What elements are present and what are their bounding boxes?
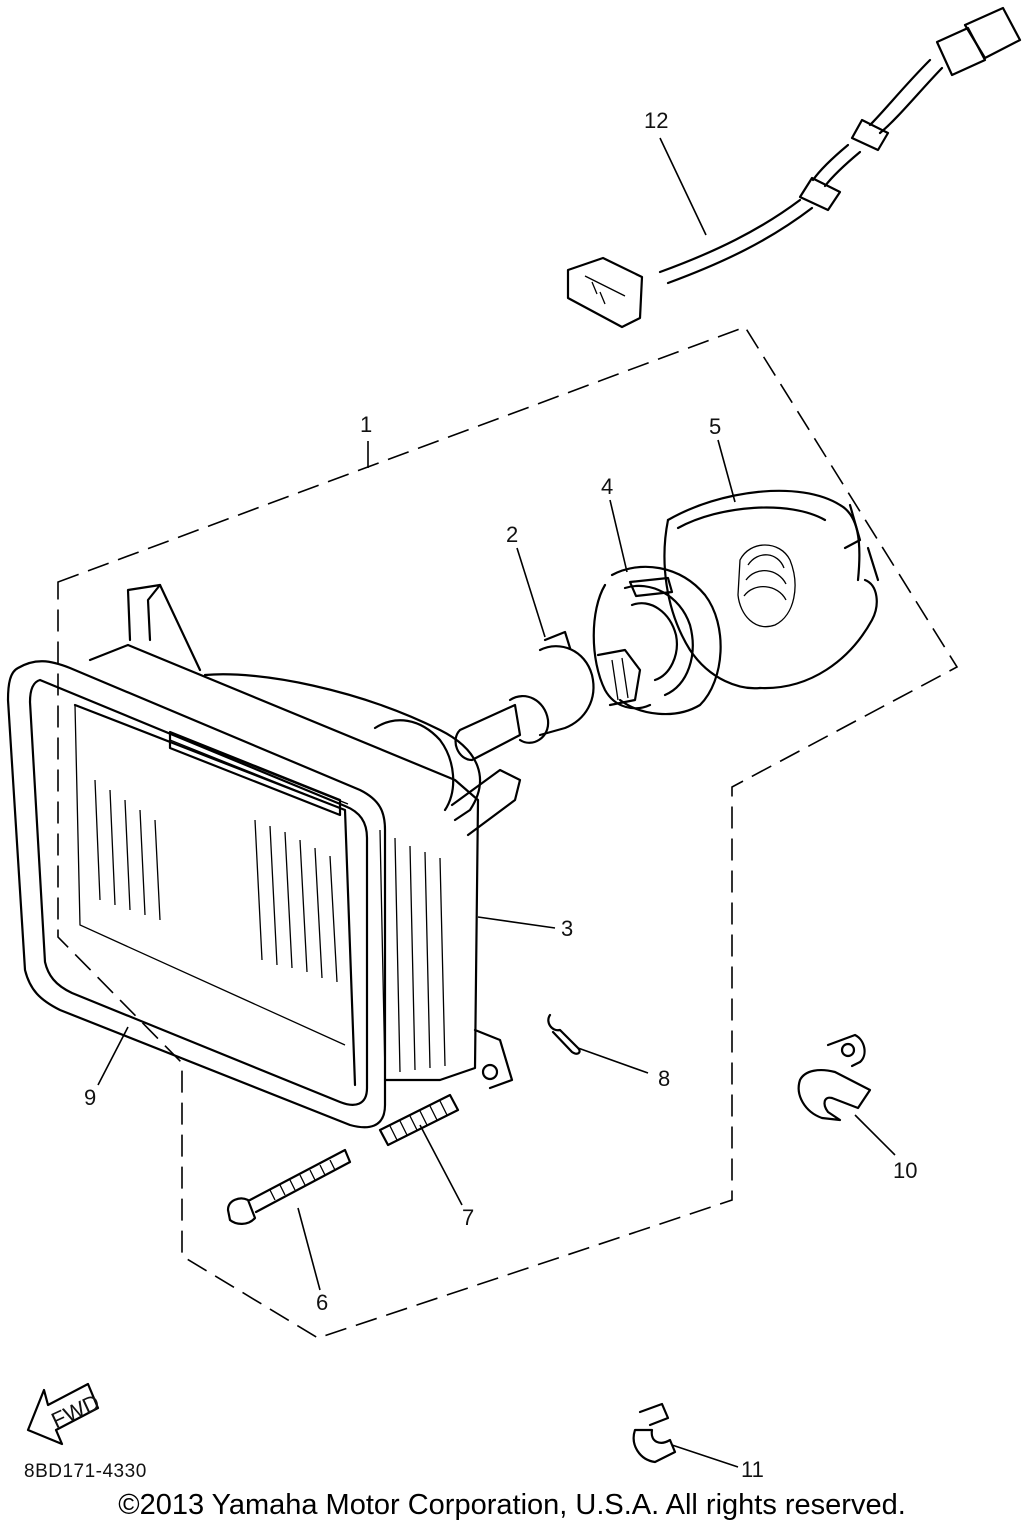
forward-arrow-label: FWD xyxy=(47,1389,103,1433)
wire-harness xyxy=(566,6,1022,329)
bulb-retainer-ring xyxy=(592,565,722,716)
spring xyxy=(378,1093,460,1147)
headlight-rim xyxy=(6,660,387,1129)
callout-2: 2 xyxy=(506,522,518,547)
drawing-code: 8BD171-4330 xyxy=(24,1461,147,1482)
bulb xyxy=(454,630,642,762)
clamp xyxy=(797,1033,872,1122)
adjusting-screw xyxy=(226,1148,352,1225)
callout-10: 10 xyxy=(893,1158,917,1183)
callout-12: 12 xyxy=(644,108,668,133)
callout-6: 6 xyxy=(316,1290,328,1315)
callout-3: 3 xyxy=(561,916,573,941)
callout-4: 4 xyxy=(601,474,613,499)
assembly-boundary xyxy=(57,326,959,1339)
small-clamp xyxy=(632,1402,677,1464)
callout-8: 8 xyxy=(658,1066,670,1091)
clip xyxy=(547,1013,581,1055)
callout-1: 1 xyxy=(360,412,372,437)
callout-5: 5 xyxy=(709,414,721,439)
callout-numbers: 1 2 3 4 5 6 7 8 9 10 11 12 xyxy=(84,108,917,1482)
callout-9: 9 xyxy=(84,1085,96,1110)
copyright-notice: ©2013 Yamaha Motor Corporation, U.S.A. A… xyxy=(118,1489,906,1521)
headlight-unit xyxy=(73,583,522,1090)
callout-11: 11 xyxy=(741,1457,764,1482)
callout-7: 7 xyxy=(462,1205,474,1230)
forward-arrow: FWD xyxy=(26,1382,103,1446)
leader-lines xyxy=(97,137,896,1468)
rubber-cover xyxy=(663,489,880,690)
